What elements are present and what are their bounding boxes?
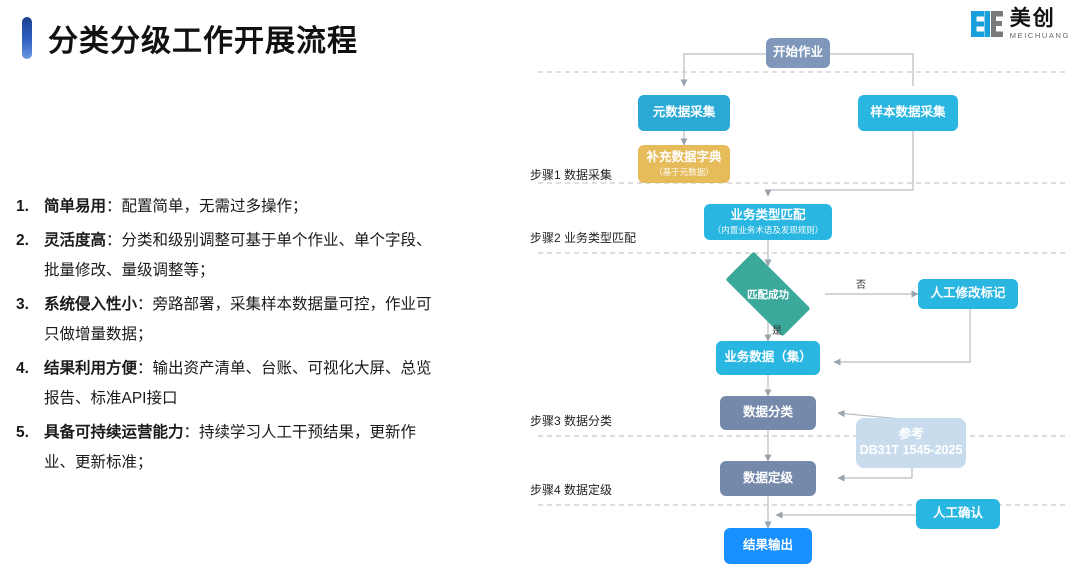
node-sample-collection-label: 样本数据采集 <box>870 105 946 120</box>
title-accent-bar <box>22 17 32 59</box>
node-supplement-dictionary-label: 补充数据字典 <box>646 150 722 165</box>
list-item-lead: 具备可持续运营能力 <box>44 424 184 441</box>
node-manual-confirm-label: 人工确认 <box>932 506 983 521</box>
node-start-label: 开始作业 <box>772 45 823 60</box>
list-item-rest: ：配置简单，无需过多操作； <box>106 198 308 215</box>
node-supplement-dictionary[interactable]: 补充数据字典 （基于元数据） <box>638 145 730 183</box>
node-manual-confirm[interactable]: 人工确认 <box>916 499 1000 529</box>
node-business-type-match[interactable]: 业务类型匹配 （内置业务术语及发现规则） <box>704 204 832 240</box>
node-business-dataset[interactable]: 业务数据（集） <box>716 341 820 375</box>
node-start[interactable]: 开始作业 <box>766 38 830 68</box>
list-item-number: 5. <box>16 424 29 441</box>
list-item-number: 2. <box>16 232 29 249</box>
list-item-rest: ：旁路部署，采集样本数据量可控，作业可只做增量数据； <box>44 296 432 343</box>
step-label-4: 步骤4 数据定级 <box>530 483 613 497</box>
list-item-body: 简单易用：配置简单，无需过多操作； <box>44 192 446 222</box>
node-decision-label: 匹配成功 <box>747 288 789 301</box>
logo-mark-icon <box>970 11 1003 37</box>
list-item-number: 3. <box>16 296 29 313</box>
node-reference-standard-label: 参考 <box>898 427 924 442</box>
node-metadata-collection[interactable]: 元数据采集 <box>638 95 730 131</box>
brand-logo: 美创 MEICHUANG <box>970 8 1070 40</box>
feature-list: 1. 简单易用：配置简单，无需过多操作； 2. 灵活度高：分类和级别调整可基于单… <box>16 192 446 482</box>
list-item-rest: ：输出资产清单、台账、可视化大屏、总览报告、标准API接口 <box>44 360 432 407</box>
node-sample-collection[interactable]: 样本数据采集 <box>858 95 958 131</box>
node-decision-match-success[interactable]: 匹配成功 <box>711 251 825 337</box>
step-label-2: 步骤2 业务类型匹配 <box>530 231 637 245</box>
list-item-lead: 灵活度高 <box>44 232 107 249</box>
list-item-body: 结果利用方便：输出资产清单、台账、可视化大屏、总览报告、标准API接口 <box>44 354 446 414</box>
node-data-grading-label: 数据定级 <box>742 470 793 485</box>
list-item-lead: 简单易用 <box>44 198 107 215</box>
list-item: 4. 结果利用方便：输出资产清单、台账、可视化大屏、总览报告、标准API接口 <box>16 354 446 414</box>
node-manual-edit-tag[interactable]: 人工修改标记 <box>918 279 1018 309</box>
list-item-body: 系统侵入性小：旁路部署，采集样本数据量可控，作业可只做增量数据； <box>44 290 446 350</box>
list-item-rest: ：持续学习人工干预结果，更新作业、更新标准； <box>44 424 417 471</box>
node-data-classification[interactable]: 数据分类 <box>720 396 816 430</box>
list-item: 5. 具备可持续运营能力：持续学习人工干预结果，更新作业、更新标准； <box>16 418 446 478</box>
step-label-3: 步骤3 数据分类 <box>530 414 613 428</box>
list-item: 3. 系统侵入性小：旁路部署，采集样本数据量可控，作业可只做增量数据； <box>16 290 446 350</box>
list-item-number: 1. <box>16 198 29 215</box>
node-reference-standard-code: DB31T 1545-2025 <box>859 443 963 457</box>
list-item: 1. 简单易用：配置简单，无需过多操作； <box>16 192 446 222</box>
page-title: 分类分级工作开展流程 <box>22 16 358 60</box>
logo-name-en: MEICHUANG <box>1009 31 1070 41</box>
node-metadata-collection-label: 元数据采集 <box>652 105 716 120</box>
node-business-type-match-label: 业务类型匹配 <box>730 208 806 223</box>
list-item-body: 灵活度高：分类和级别调整可基于单个作业、单个字段、批量修改、量级调整等； <box>44 226 446 286</box>
list-item-rest: ：分类和级别调整可基于单个作业、单个字段、批量修改、量级调整等； <box>44 232 432 279</box>
flowchart: 开始作业 元数据采集 样本数据采集 补充数据字典 （基于元数据） 业务类型匹配 … <box>520 0 1080 588</box>
node-reference-standard[interactable]: 参考 DB31T 1545-2025 <box>856 418 966 468</box>
node-supplement-dictionary-sub: （基于元数据） <box>654 167 714 177</box>
step-label-1: 步骤1 数据采集 <box>530 168 613 182</box>
edge-label-no: 否 <box>856 280 866 291</box>
node-business-dataset-label: 业务数据（集） <box>724 350 812 365</box>
logo-name-cn: 美创 <box>1009 7 1056 31</box>
logo-wordmark: 美创 MEICHUANG <box>1010 8 1070 40</box>
node-manual-edit-tag-label: 人工修改标记 <box>930 286 1006 301</box>
list-item: 2. 灵活度高：分类和级别调整可基于单个作业、单个字段、批量修改、量级调整等； <box>16 226 446 286</box>
node-business-type-match-sub: （内置业务术语及发现规则） <box>712 225 824 235</box>
edge-label-yes: 是 <box>772 326 782 337</box>
node-result-output-label: 结果输出 <box>742 538 793 553</box>
list-item-lead: 系统侵入性小 <box>44 296 138 313</box>
list-item-lead: 结果利用方便 <box>44 360 138 377</box>
node-data-classification-label: 数据分类 <box>742 405 793 420</box>
list-item-number: 4. <box>16 360 29 377</box>
node-result-output[interactable]: 结果输出 <box>724 528 812 564</box>
list-item-body: 具备可持续运营能力：持续学习人工干预结果，更新作业、更新标准； <box>44 418 446 478</box>
page-title-text: 分类分级工作开展流程 <box>48 25 358 58</box>
node-data-grading[interactable]: 数据定级 <box>720 461 816 496</box>
